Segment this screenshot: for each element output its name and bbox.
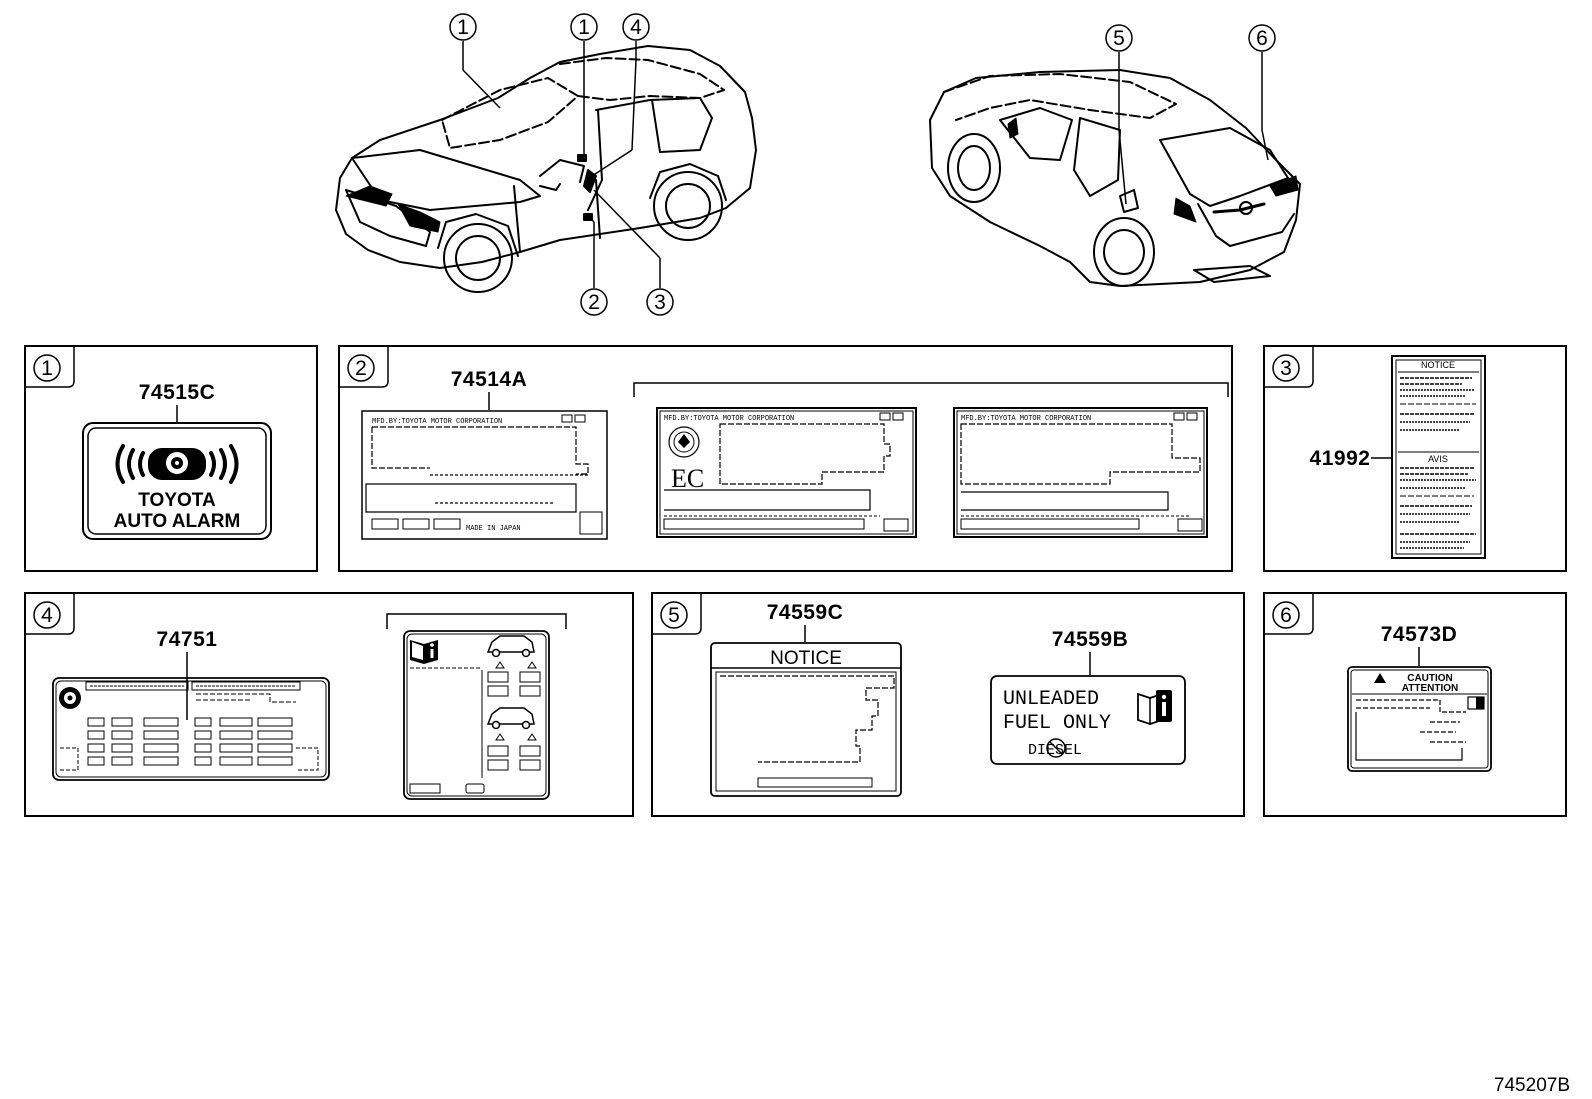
- part-number-74559C: 74559C: [767, 601, 844, 624]
- svg-text:MFD.BY:TOYOTA MOTOR CORPORATIO: MFD.BY:TOYOTA MOTOR CORPORATION: [664, 415, 794, 423]
- panel-tab: [25, 346, 75, 388]
- panel-tab: [652, 593, 702, 635]
- callout-1a: 1: [449, 13, 477, 41]
- panel-number: 1: [41, 357, 53, 380]
- svg-text:2: 2: [588, 291, 600, 314]
- diagram-id: 745207B: [1494, 1075, 1570, 1096]
- svg-text:5: 5: [1113, 27, 1125, 50]
- svg-text:4: 4: [630, 16, 642, 39]
- part-number-74514A: 74514A: [451, 368, 528, 391]
- svg-text:UNLEADED: UNLEADED: [1003, 688, 1099, 711]
- front-callout-lines: [462, 41, 661, 288]
- svg-text:MADE IN JAPAN: MADE IN JAPAN: [466, 525, 521, 533]
- part-number-74573D: 74573D: [1381, 623, 1458, 646]
- variant-bracket: [386, 613, 567, 629]
- svg-text:1: 1: [457, 16, 469, 39]
- book-info-icon: [1467, 696, 1485, 710]
- book-info-icon: [1137, 690, 1172, 725]
- svg-text:FUEL ONLY: FUEL ONLY: [1003, 712, 1111, 735]
- prohibition-icon: [1046, 738, 1066, 758]
- svg-text:3: 3: [654, 291, 666, 314]
- suv-icon: [486, 635, 535, 658]
- callout-5: 5: [1105, 24, 1133, 52]
- book-info-icon: [410, 640, 438, 664]
- label-auto-alarm: TOYOTA AUTO ALARM: [82, 422, 272, 540]
- svg-text:TOYOTA: TOYOTA: [138, 490, 216, 511]
- svg-text:1: 1: [578, 16, 590, 39]
- part-number-74751: 74751: [157, 628, 218, 651]
- panel-number: 3: [1280, 357, 1292, 380]
- rear-callout-lines: [1118, 52, 1269, 205]
- front-vehicle-illustration: [335, 45, 757, 293]
- svg-text:DIESEL: DIESEL: [1028, 742, 1082, 759]
- label-owner-manual: [403, 630, 550, 800]
- panel-3: 3 41992 NOTICE AVIS: [1263, 345, 1567, 572]
- svg-text:MFD.BY:TOYOTA MOTOR CORPORATIO: MFD.BY:TOYOTA MOTOR CORPORATION: [961, 415, 1091, 423]
- callout-6: 6: [1248, 24, 1276, 52]
- panel-number: 5: [668, 604, 680, 627]
- svg-text:ATTENTION: ATTENTION: [1402, 683, 1458, 694]
- label-vin-c: MFD.BY:TOYOTA MOTOR CORPORATION: [953, 407, 1208, 538]
- panel-tab: [25, 593, 75, 635]
- warning-icon: [1374, 673, 1386, 683]
- rear-vehicle-illustration: [929, 69, 1301, 287]
- panel-2: 2 74514A MFD.BY:TOYOTA MOTOR CORPORATION…: [338, 345, 1233, 572]
- panel-number: 6: [1280, 604, 1292, 627]
- part-number-74515C: 74515C: [139, 381, 216, 404]
- label-tire-loading: [52, 677, 330, 781]
- svg-text:AVIS: AVIS: [1428, 454, 1448, 464]
- ec-mark: EC: [671, 464, 704, 493]
- svg-text:NOTICE: NOTICE: [1421, 360, 1455, 370]
- svg-text:CAUTION: CAUTION: [1407, 673, 1453, 684]
- part-number-74559B: 74559B: [1052, 628, 1129, 651]
- alarm-icon: [115, 444, 239, 484]
- callout-2: 2: [580, 288, 608, 316]
- variant-bracket: [633, 382, 1229, 397]
- svg-text:AUTO ALARM: AUTO ALARM: [114, 511, 241, 532]
- label-caution: CAUTION ATTENTION: [1347, 666, 1492, 772]
- panel-number: 4: [41, 604, 53, 627]
- panel-4: 4 74751: [24, 592, 634, 817]
- label-vin-a: MFD.BY:TOYOTA MOTOR CORPORATION MADE IN …: [361, 410, 608, 540]
- callout-4: 4: [622, 13, 650, 41]
- callout-1b: 1: [570, 13, 598, 41]
- panel-6: 6 74573D CAUTION ATTENTION: [1263, 592, 1567, 817]
- callout-3: 3: [646, 288, 674, 316]
- label-notice: NOTICE: [710, 642, 902, 797]
- svg-text:NOTICE: NOTICE: [770, 648, 842, 669]
- panel-number: 2: [355, 357, 367, 380]
- panel-tab: [1264, 346, 1314, 388]
- panel-5: 5 74559C 74559B NOTICE UNLEADED FUEL ONL…: [651, 592, 1245, 817]
- svg-text:MFD.BY:TOYOTA MOTOR CORPORATIO: MFD.BY:TOYOTA MOTOR CORPORATION: [372, 418, 502, 426]
- label-fuel: UNLEADED FUEL ONLY DIESEL: [990, 675, 1186, 765]
- panel-tab: [1264, 593, 1314, 635]
- panel-tab: [339, 346, 389, 388]
- label-notice-avis: NOTICE AVIS: [1391, 355, 1486, 559]
- label-vin-b: MFD.BY:TOYOTA MOTOR CORPORATION EC: [656, 407, 917, 538]
- svg-text:6: 6: [1256, 27, 1268, 50]
- panel-1: 1 74515C TOYOTA AUTO ALARM: [24, 345, 318, 572]
- part-number-41992: 41992: [1310, 447, 1371, 470]
